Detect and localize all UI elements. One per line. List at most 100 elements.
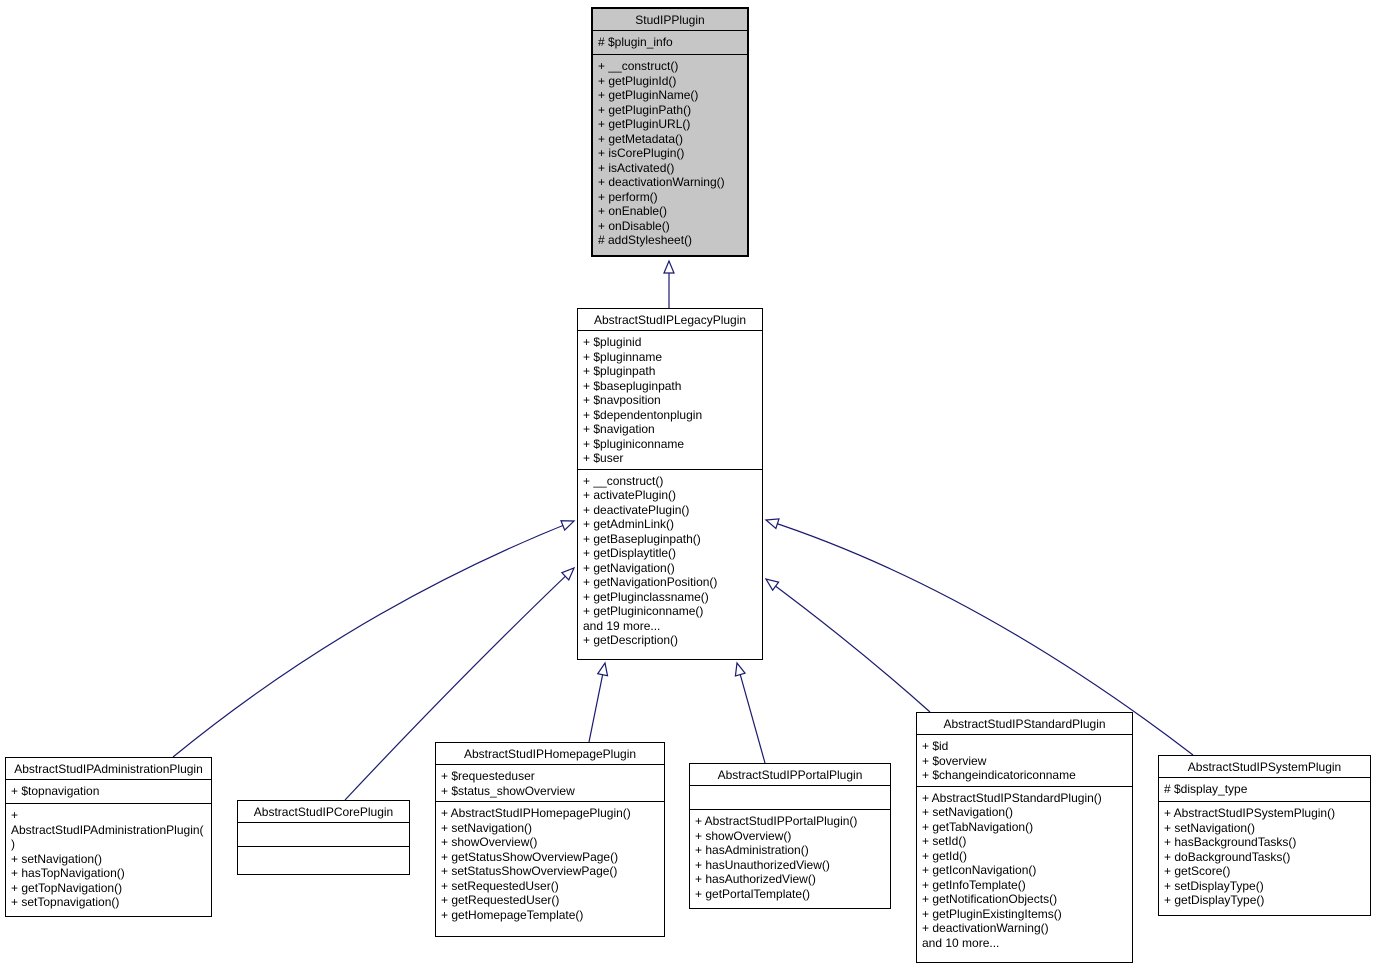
member-row: + isCorePlugin() bbox=[598, 146, 685, 160]
class-methods: + AbstractStudIPStandardPlugin()+ setNav… bbox=[917, 787, 1132, 963]
member-row: + setId() bbox=[922, 834, 967, 848]
member-row: + isActivated() bbox=[598, 160, 675, 175]
class-title: AbstractStudIPHomepagePlugin bbox=[436, 743, 664, 765]
member-row: + getPluginId() bbox=[598, 73, 677, 88]
member-row: + getScore() bbox=[1164, 864, 1231, 878]
member-row: + $changeindicatoriconname bbox=[922, 768, 1076, 782]
member-row: + onEnable() bbox=[598, 204, 668, 218]
member-row: + setNavigation() bbox=[922, 805, 1014, 819]
member-row: + AbstractStudIPSystemPlugin() bbox=[1164, 806, 1336, 820]
class-methods: + AbstractStudIPAdministrationPlugin()+ … bbox=[6, 804, 211, 916]
member-row: + $pluginid bbox=[583, 335, 642, 349]
member-row: + $overview bbox=[922, 753, 987, 768]
class-title: AbstractStudIPAdministrationPlugin bbox=[6, 758, 211, 780]
member-row: + setNavigation() bbox=[11, 851, 103, 866]
class-node-abstractstudipcoreplugin[interactable]: AbstractStudIPCorePlugin bbox=[237, 800, 410, 875]
class-title: AbstractStudIPLegacyPlugin bbox=[578, 309, 762, 331]
class-attributes: + $topnavigation bbox=[6, 780, 211, 804]
member-row: + getHomepageTemplate() bbox=[441, 907, 584, 922]
member-row: # $display_type bbox=[1164, 782, 1248, 796]
member-row: + AbstractStudIPHomepagePlugin() bbox=[441, 806, 631, 820]
class-attributes: + $requesteduser+ $status_showOverview bbox=[436, 765, 664, 802]
member-row: + $status_showOverview bbox=[441, 783, 575, 798]
class-methods: + __construct()+ getPluginId()+ getPlugi… bbox=[593, 55, 747, 255]
member-row: + $topnavigation bbox=[11, 784, 100, 798]
member-row: # $plugin_info bbox=[598, 35, 673, 49]
member-row: + setNavigation() bbox=[441, 820, 533, 835]
member-row: + $basepluginpath bbox=[583, 378, 682, 393]
class-node-abstractstudipsystemplugin[interactable]: AbstractStudIPSystemPlugin # $display_ty… bbox=[1158, 755, 1371, 916]
member-row: + getBasepluginpath() bbox=[583, 531, 701, 546]
class-attributes: # $display_type bbox=[1159, 778, 1370, 802]
class-node-studipplugin[interactable]: StudIPPlugin # $plugin_info + __construc… bbox=[591, 7, 749, 257]
member-row: + getPluginName() bbox=[598, 88, 699, 102]
member-row: + showOverview() bbox=[441, 835, 538, 849]
inheritance-edge-portal-to-legacy bbox=[734, 661, 766, 764]
member-row: + $pluginiconname bbox=[583, 436, 685, 451]
member-row: + setNavigation() bbox=[1164, 820, 1256, 835]
member-row: + getPluginiconname() bbox=[583, 604, 704, 618]
inheritance-edge-core-to-legacy bbox=[344, 566, 576, 801]
inheritance-edge-standard-to-legacy bbox=[764, 578, 931, 713]
member-row: + setDisplayType() bbox=[1164, 878, 1264, 893]
class-title: AbstractStudIPPortalPlugin bbox=[690, 764, 890, 786]
member-row: + getNavigationPosition() bbox=[583, 575, 718, 589]
class-methods bbox=[238, 847, 409, 874]
member-row: + getPluginclassname() bbox=[583, 589, 709, 604]
member-row: + getTopNavigation() bbox=[11, 880, 123, 895]
class-node-abstractstudipstandardplugin[interactable]: AbstractStudIPStandardPlugin + $id+ $ove… bbox=[916, 712, 1133, 963]
class-title: StudIPPlugin bbox=[593, 9, 747, 31]
class-methods: + AbstractStudIPHomepagePlugin()+ setNav… bbox=[436, 802, 664, 936]
member-row: + activatePlugin() bbox=[583, 488, 677, 502]
member-row: + getPortalTemplate() bbox=[695, 886, 811, 901]
member-row: + getNotificationObjects() bbox=[922, 892, 1058, 906]
class-attributes: + $pluginid+ $pluginname+ $pluginpath+ $… bbox=[578, 331, 762, 470]
member-row: + hasTopNavigation() bbox=[11, 866, 125, 880]
member-row: + AbstractStudIPStandardPlugin() bbox=[922, 790, 1102, 805]
member-row: + getNavigation() bbox=[583, 560, 675, 575]
class-title: AbstractStudIPStandardPlugin bbox=[917, 713, 1132, 735]
member-row: + doBackgroundTasks() bbox=[1164, 849, 1291, 864]
class-node-abstractstudipadministrationplugin[interactable]: AbstractStudIPAdministrationPlugin + $to… bbox=[5, 757, 212, 917]
class-node-abstractstudiphomepageplugin[interactable]: AbstractStudIPHomepagePlugin + $requeste… bbox=[435, 742, 665, 937]
member-row: + setStatusShowOverviewPage() bbox=[441, 864, 618, 878]
member-row: + hasAuthorizedView() bbox=[695, 872, 816, 886]
member-row: + onDisable() bbox=[598, 218, 670, 233]
member-row: + getPluginPath() bbox=[598, 102, 692, 117]
member-row: + perform() bbox=[598, 189, 658, 204]
member-row: + $requesteduser bbox=[441, 769, 535, 783]
class-methods: + AbstractStudIPPortalPlugin()+ showOver… bbox=[690, 810, 890, 908]
member-row: + deactivationWarning() bbox=[922, 921, 1049, 935]
class-node-abstractstudiplegacyplugin[interactable]: AbstractStudIPLegacyPlugin + $pluginid+ … bbox=[577, 308, 763, 660]
member-row: + deactivationWarning() bbox=[598, 175, 725, 189]
class-node-abstractstudipportalplugin[interactable]: AbstractStudIPPortalPlugin + AbstractStu… bbox=[689, 763, 891, 909]
class-attributes bbox=[238, 823, 409, 847]
class-methods: + __construct()+ activatePlugin()+ deact… bbox=[578, 470, 762, 660]
class-attributes bbox=[690, 786, 890, 810]
member-row: + hasUnauthorizedView() bbox=[695, 857, 830, 872]
class-title: AbstractStudIPCorePlugin bbox=[238, 801, 409, 823]
inheritance-edge-homepage-to-legacy bbox=[588, 661, 609, 743]
member-row: + hasAdministration() bbox=[695, 843, 809, 857]
member-row: + hasBackgroundTasks() bbox=[1164, 835, 1297, 849]
member-row: + $pluginname bbox=[583, 349, 663, 364]
member-row: + getAdminLink() bbox=[583, 517, 675, 531]
member-row: + getPluginURL() bbox=[598, 117, 691, 131]
member-row: + getRequestedUser() bbox=[441, 893, 560, 907]
member-row: + getIconNavigation() bbox=[922, 863, 1037, 877]
member-row: + getInfoTemplate() bbox=[922, 877, 1026, 892]
member-row: + $navposition bbox=[583, 393, 661, 407]
class-attributes: # $plugin_info bbox=[593, 31, 747, 55]
member-row: + setTopnavigation() bbox=[11, 895, 120, 909]
member-row: + getMetadata() bbox=[598, 131, 684, 146]
member-row: + __construct() bbox=[583, 473, 664, 488]
member-row: + getPluginExistingItems() bbox=[922, 906, 1062, 921]
member-row: + getDisplaytitle() bbox=[583, 546, 677, 560]
member-row: + showOverview() bbox=[695, 828, 792, 843]
member-row: + getDescription() bbox=[583, 633, 679, 647]
member-row: and 19 more... bbox=[583, 618, 661, 633]
inheritance-edge-system-to-legacy bbox=[764, 518, 1194, 756]
member-row: + AbstractStudIPAdministrationPlugin() bbox=[11, 808, 204, 851]
